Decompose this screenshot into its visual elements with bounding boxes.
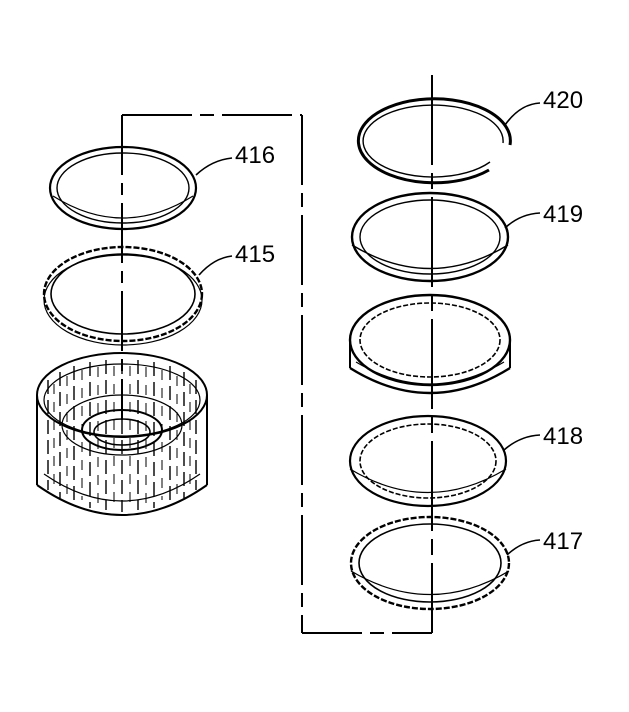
leader-419 [504,212,541,229]
clutch-housing-drum [36,352,208,516]
callout-415: 415 [235,241,275,268]
part-419-plate [350,191,510,283]
callout-420: 420 [543,87,583,114]
part-420-snap-ring [356,97,512,185]
part-417-plate [349,515,511,611]
leader-415 [198,255,233,276]
callout-416: 416 [235,142,275,169]
callout-417: 417 [543,528,583,555]
part-415-plate [42,245,204,346]
assembly-centerline [121,75,433,634]
leader-420 [504,102,541,126]
callout-419: 419 [543,201,583,228]
callout-418: 418 [543,423,583,450]
leader-418 [503,434,541,451]
toothed-clutch-ring [348,293,512,395]
leader-417 [506,539,541,556]
part-416-ring [48,145,198,231]
part-418-plate [348,414,508,508]
leader-416 [195,157,233,176]
leader-lines [195,102,541,556]
